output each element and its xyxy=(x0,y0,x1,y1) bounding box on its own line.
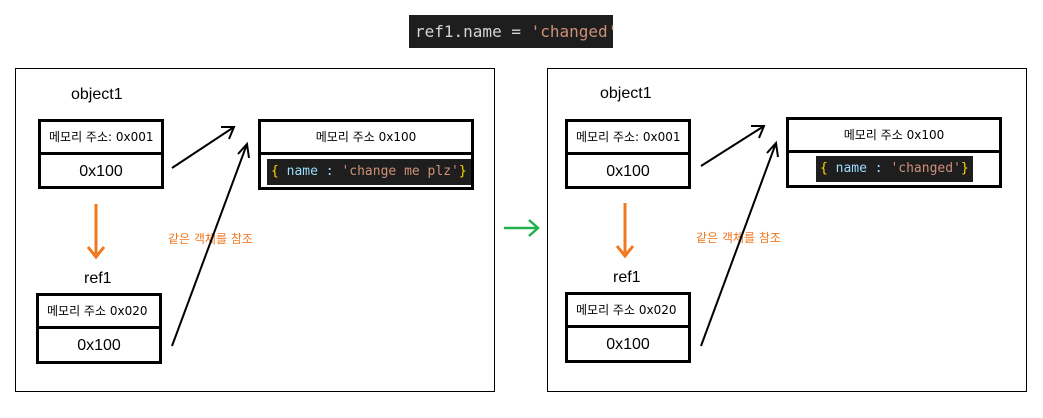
panel-after: object1 메모리 주소: 0x001 0x100 메모리 주소 0x100… xyxy=(547,68,1027,392)
code-banner: ref1.name = 'changed' xyxy=(409,15,617,48)
open-brace: { xyxy=(820,161,828,176)
heap-address: 메모리 주소 0x100 xyxy=(789,120,999,153)
ref1-label: ref1 xyxy=(84,270,112,287)
ref1-value: 0x100 xyxy=(77,337,121,354)
ref1-memory-box: 메모리 주소 0x020 0x100 xyxy=(36,293,162,364)
close-brace: } xyxy=(960,161,969,176)
ref1-value: 0x100 xyxy=(606,336,650,353)
object1-memory-box: 메모리 주소: 0x001 0x100 xyxy=(565,119,691,189)
object1-address: 메모리 주소: 0x001 xyxy=(568,122,688,155)
ref1-address: 메모리 주소 0x020 xyxy=(39,296,159,329)
object-key: name : xyxy=(827,161,891,176)
object1-label: object1 xyxy=(600,85,652,102)
ref1-memory-box: 메모리 주소 0x020 0x100 xyxy=(565,292,691,363)
reference-arrow-object1-left xyxy=(171,126,236,169)
reference-arrow-ref1-left xyxy=(171,141,250,347)
same-object-note: 같은 객체를 참조 xyxy=(696,231,781,245)
object-value: 'change me plz' xyxy=(341,164,459,179)
object1-address: 메모리 주소: 0x001 xyxy=(41,122,161,155)
ref1-address: 메모리 주소 0x020 xyxy=(568,295,688,328)
heap-address: 메모리 주소 0x100 xyxy=(261,122,471,155)
assign-arrow-right xyxy=(615,203,635,259)
reference-arrow-ref1-right xyxy=(700,140,779,347)
heap-object-content: { name : 'changed'} xyxy=(816,156,973,182)
object1-memory-box: 메모리 주소: 0x001 0x100 xyxy=(38,119,164,189)
reference-arrow-object1-right xyxy=(700,125,766,167)
code-operator: = xyxy=(511,22,521,41)
close-brace: } xyxy=(458,164,467,179)
panel-before: object1 메모리 주소: 0x001 0x100 메모리 주소 0x100… xyxy=(15,68,495,392)
object1-value: 0x100 xyxy=(79,163,123,180)
object-key: name : xyxy=(278,164,342,179)
object1-value: 0x100 xyxy=(606,163,650,180)
transition-arrow xyxy=(504,219,540,237)
code-target: ref1.name xyxy=(415,22,502,41)
assign-arrow-left xyxy=(86,204,106,260)
object-value: 'changed' xyxy=(890,161,961,176)
open-brace: { xyxy=(271,164,279,179)
code-value: 'changed' xyxy=(530,22,618,41)
object1-label: object1 xyxy=(71,86,123,103)
same-object-note: 같은 객체를 참조 xyxy=(168,232,253,246)
heap-object-content: { name : 'change me plz'} xyxy=(267,159,471,185)
ref1-label: ref1 xyxy=(613,269,641,286)
